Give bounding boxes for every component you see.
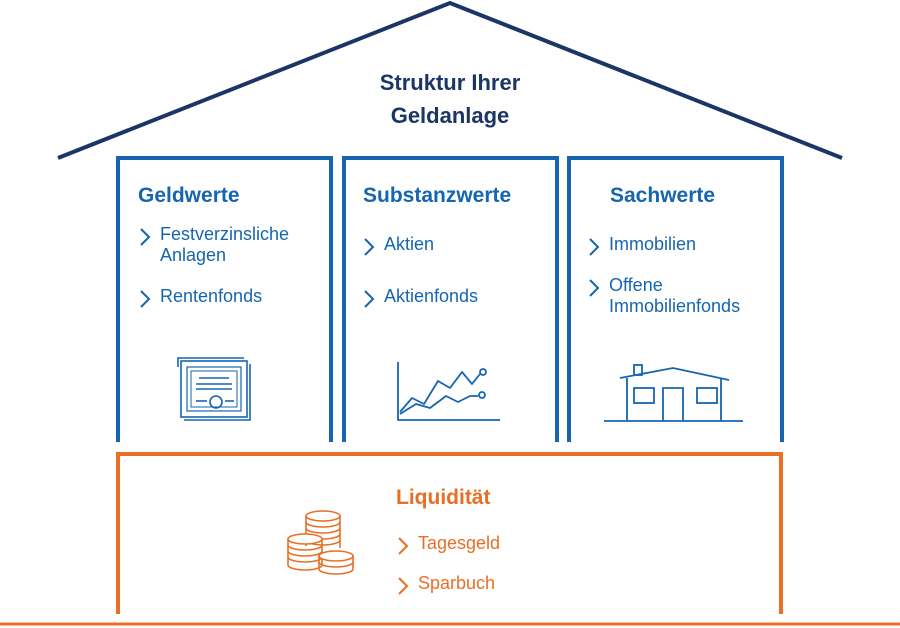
chevron-right-icon [364,238,375,256]
stock-chart-icon [397,362,500,421]
item-label-line1: Immobilien [609,234,697,254]
chevron-right-icon [589,279,600,297]
diagram-title-line1: Struktur Ihrer [379,70,521,95]
substanzwerte-item-aktien: Aktien [362,234,435,256]
certificate-icon [177,357,251,421]
house-icon [604,364,743,422]
item-label-line1: Aktien [384,234,435,254]
chevron-right-icon [398,537,409,555]
item-label-line1: Aktienfonds [384,286,479,306]
foundation-outline [116,452,783,614]
geldwerte-heading: Geldwerte [138,184,240,207]
item-label-line1: Tagesgeld [418,533,501,553]
diagram-title-line2: Geldanlage [390,103,510,128]
item-label-line2: Immobilienfonds [609,296,741,316]
roof-outline [57,0,843,160]
liquiditaet-heading: Liquidität [396,486,491,509]
chevron-right-icon [589,238,600,256]
substanzwerte-heading: Substanzwerte [363,184,512,207]
pillar-substanzwerte-outline [342,156,559,442]
chevron-right-icon [398,577,409,595]
chevron-right-icon [364,290,375,308]
item-label-line1: Sparbuch [418,573,496,593]
geldwerte-item-rentenfonds: Rentenfonds [138,286,263,308]
diagram-title: Struktur Ihrer Geldanlage [300,66,600,132]
liquiditaet-item-tagesgeld: Tagesgeld [396,533,501,555]
item-label-line1: Offene [609,275,663,295]
chevron-right-icon [140,290,151,308]
item-label-line2: Anlagen [160,245,227,265]
liquiditaet-item-sparbuch: Sparbuch [396,573,496,595]
sachwerte-item-immobilien: Immobilien [587,234,697,256]
substanzwerte-item-aktienfonds: Aktienfonds [362,286,479,308]
pillar-sachwerte-outline [567,156,784,442]
coins-icon [287,510,354,575]
sachwerte-item-offene-immobilienfonds: Offene Immobilienfonds [587,275,740,317]
chevron-right-icon [140,228,151,246]
geldwerte-item-festverzinsliche: Festverzinsliche Anlagen [138,224,289,266]
sachwerte-heading: Sachwerte [610,184,716,207]
pillar-geldwerte-outline [116,156,333,442]
item-label-line1: Festverzinsliche [160,224,290,244]
item-label-line1: Rentenfonds [160,286,263,306]
